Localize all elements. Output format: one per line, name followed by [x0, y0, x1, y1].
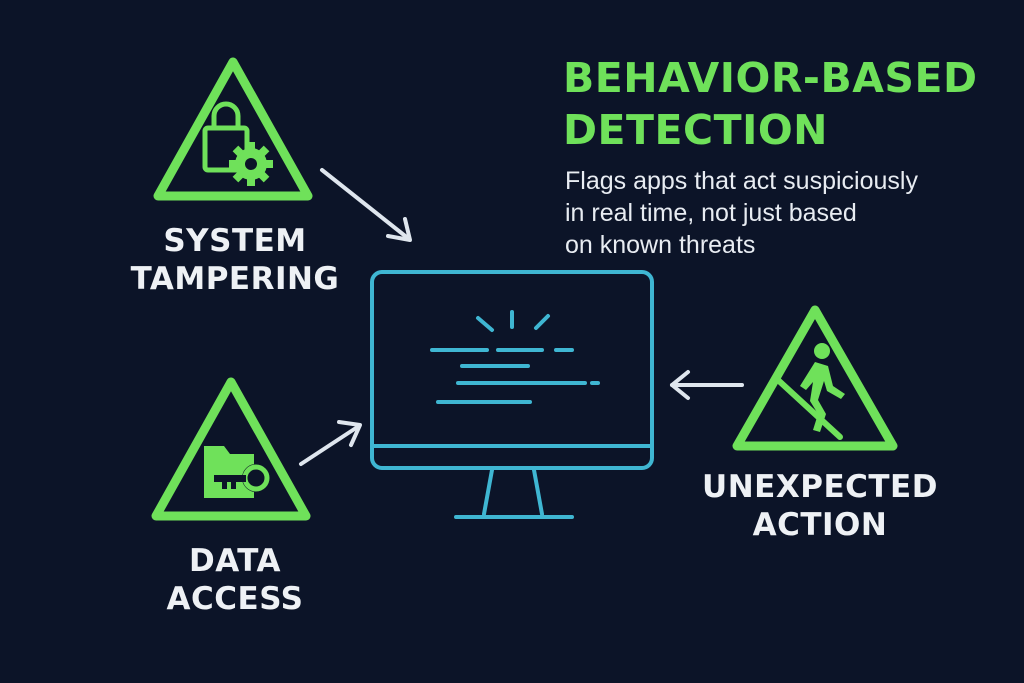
description-line-3: on known threats: [565, 231, 756, 259]
folder-icon: [204, 446, 254, 498]
data-access-warning-icon: [151, 377, 311, 521]
system-tampering-line-2: TAMPERING: [130, 261, 340, 297]
unexpected-action-line-2: ACTION: [752, 507, 888, 543]
gear-icon: [229, 142, 273, 186]
unexpected-action-warning-icon: [732, 305, 898, 451]
description-line-1: Flags apps that act suspiciously: [565, 167, 918, 195]
description-line-2: in real time, not just based: [565, 199, 857, 227]
data-access-line-1: DATA: [188, 543, 282, 579]
walking-person-icon: [800, 343, 845, 432]
system-tampering-warning-icon: [153, 57, 313, 201]
arrow-tampering-to-monitor: [320, 168, 412, 242]
arrow-action-to-monitor: [670, 370, 744, 400]
unexpected-action-line-1: UNEXPECTED: [702, 469, 938, 505]
system-tampering-label: SYSTEM TAMPERING: [125, 222, 345, 298]
monitor-icon: [370, 270, 654, 519]
data-access-line-2: ACCESS: [166, 581, 304, 617]
prohibited-slash-icon: [775, 377, 843, 440]
data-access-label: DATA ACCESS: [125, 542, 345, 618]
diagram-description: Flags apps that act suspiciously in real…: [565, 165, 985, 261]
title-line-1: BEHAVIOR-BASED: [563, 54, 978, 102]
system-tampering-line-1: SYSTEM: [163, 223, 307, 259]
diagram-title: BEHAVIOR-BASED DETECTION: [563, 52, 983, 156]
unexpected-action-label: UNEXPECTED ACTION: [690, 468, 950, 544]
arrow-data-to-monitor: [299, 420, 362, 466]
key-icon: [214, 464, 270, 492]
title-line-2: DETECTION: [563, 106, 828, 154]
